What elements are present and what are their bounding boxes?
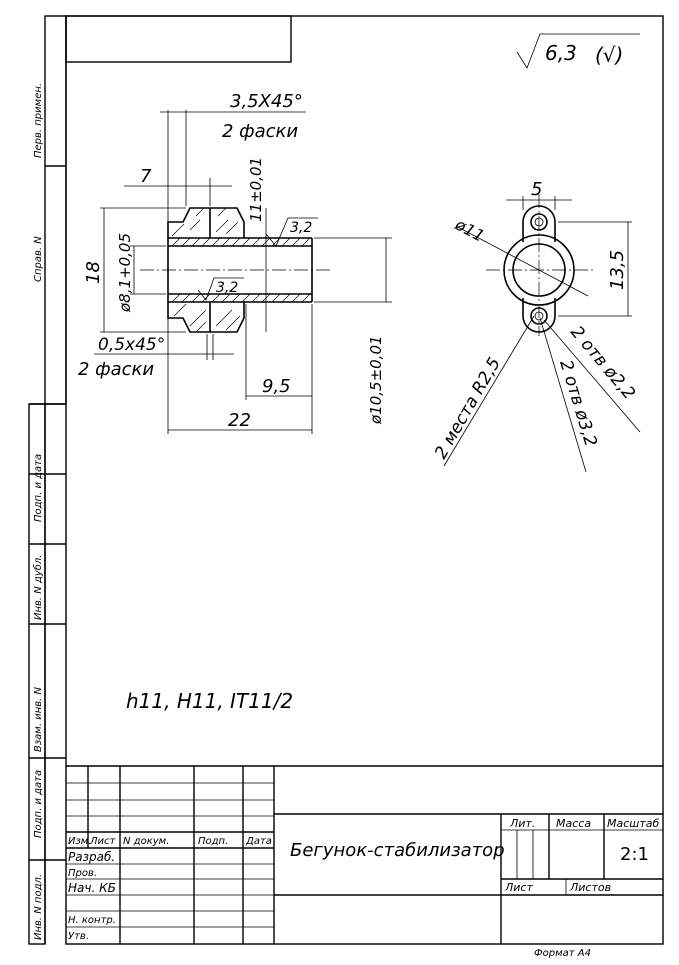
dim-holes32: 2 отв ø3,2 [555,358,600,449]
tolerance-note: h11, H11, IT11/2 [126,689,293,713]
tb-massa: Масса [556,817,591,830]
dim-tol11: 11±0,01 [247,157,265,222]
roughness-value: 6,3 [545,41,577,65]
inner-frame [65,15,664,945]
dim-dia105: ø10,5±0,01 [367,335,385,425]
roughness-extra: (√) [595,43,623,67]
title-block: Изм. Лист N докум. Подп. Дата Разраб. Пр… [66,765,663,944]
tb-header-ndoc: N докум. [123,836,169,847]
tb-row-razrab: Разраб. [68,850,115,864]
dim-dia18: 18 [83,261,104,284]
dim-len95: 9,5 [262,376,291,397]
dim-len22: 22 [228,410,251,431]
margin-label-inv-podl: Инв. N подл. [33,874,44,940]
tb-listov: Листов [569,881,611,894]
dim-rough32a: 3,2 [290,220,312,236]
dim-chamfer-top-note: 2 фаски [222,121,298,142]
tb-row-nkontr: Н. контр. [68,915,116,926]
tb-header-list: Лист [89,836,117,847]
dim-chamfer-bot-note: 2 фаски [78,359,154,380]
dim-dia81: ø8,1+0,05 [116,233,134,313]
dim-rough32b: 3,2 [216,280,238,296]
dim-w5: 5 [531,179,542,200]
tb-row-nach: Нач. КБ [68,881,116,895]
margin-label-sprav: Справ. N [33,236,44,282]
tb-header-data: Дата [245,836,272,847]
tb-header-izm: Изм. [68,836,92,847]
front-view: 5 ø11 13,5 2 места R2,5 2 отв ø3,2 2 отв… [431,179,641,473]
tb-header-podp: Подп. [198,836,228,847]
margin-label-podp1: Подп. и дата [33,454,44,522]
tb-row-prov: Пров. [68,868,97,879]
tb-lit: Лит. [509,817,535,830]
dim-r25: 2 места R2,5 [431,354,505,462]
section-view: 3,5X45° 2 фаски 7 18 ø8,1+0,05 11±0,01 3… [78,91,392,434]
left-margin: Перв. примен. Справ. N Подп. и дата Инв.… [28,15,67,945]
margin-label-podp2: Подп. и дата [33,770,44,838]
roughness-symbol: 6,3 (√) [516,33,640,69]
margin-label-vzam: Взам. инв. N [33,687,44,752]
tb-row-utv: Утв. [68,931,89,942]
dim-d11: ø11 [451,214,487,245]
tb-masshtab: Масштаб [607,817,659,830]
dim-chamfer-bot: 0,5x45° [98,335,165,355]
dim-h135: 13,5 [607,250,628,290]
margin-label-inv-dubl: Инв. N дубл. [32,555,44,621]
dim-len7: 7 [140,166,152,187]
tb-title: Бегунок-стабилизатор [290,840,505,861]
top-left-box [65,15,292,63]
margin-label-perv: Перв. примен. [33,83,44,158]
tb-list-label: Лист [504,881,533,894]
format-label: Формат А4 [534,948,591,959]
dim-chamfer-top: 3,5X45° [230,91,303,112]
tb-scale: 2:1 [620,844,649,865]
